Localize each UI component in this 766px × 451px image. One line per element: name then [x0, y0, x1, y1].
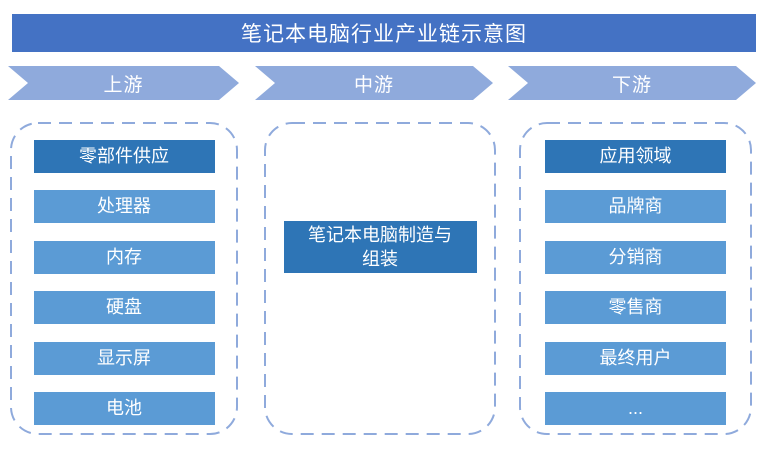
stage-arrow-midstream: 中游	[255, 66, 493, 100]
upstream-item-parts-supply: 零部件供应	[33, 140, 215, 173]
upstream-item-processor: 处理器	[33, 190, 215, 224]
upstream-item-hard-drive: 硬盘	[33, 291, 215, 325]
downstream-item-brand: 品牌商	[545, 190, 726, 224]
midstream-panel: 笔记本电脑制造与组装	[264, 122, 496, 435]
upstream-panel: 零部件供应 处理器 内存 硬盘 显示屏 电池	[10, 122, 238, 435]
diagram-title: 笔记本电脑行业产业链示意图	[241, 23, 527, 46]
upstream-item-display: 显示屏	[33, 341, 215, 375]
upstream-item-memory: 内存	[33, 240, 215, 274]
stage-arrow-downstream-label: 下游	[611, 74, 652, 96]
downstream-item-end-user: 最终用户	[545, 341, 726, 375]
downstream-item-distributor: 分销商	[545, 240, 726, 274]
stage-arrow-upstream-label: 上游	[103, 74, 144, 96]
downstream-panel: 应用领域 品牌商 分销商 零售商 最终用户 ...	[519, 122, 752, 435]
downstream-item-retailer: 零售商	[545, 291, 726, 325]
upstream-item-battery: 电池	[33, 391, 215, 425]
stage-arrow-upstream: 上游	[8, 66, 239, 100]
diagram-title-bar: 笔记本电脑行业产业链示意图	[12, 14, 756, 52]
midstream-panel-border	[264, 122, 496, 435]
stage-arrow-downstream: 下游	[508, 66, 756, 100]
midstream-item-manufacturing: 笔记本电脑制造与组装	[283, 221, 477, 273]
stage-arrow-midstream-label: 中游	[353, 74, 394, 96]
downstream-item-application-field: 应用领域	[545, 140, 726, 173]
downstream-item-ellipsis: ...	[545, 391, 726, 425]
